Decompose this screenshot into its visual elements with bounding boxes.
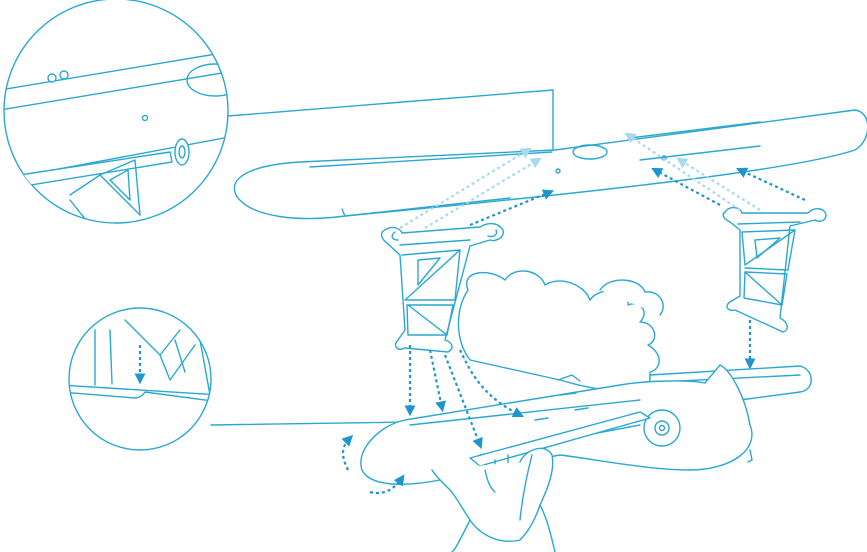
right-strut — [723, 208, 826, 332]
fuselage-outline — [458, 271, 663, 392]
lower-front-wing — [361, 365, 752, 490]
callout-bottom-detail — [60, 308, 220, 450]
callout-top-detail — [0, 0, 243, 225]
upper-wing — [234, 110, 867, 218]
callout-leader-top — [228, 90, 553, 152]
